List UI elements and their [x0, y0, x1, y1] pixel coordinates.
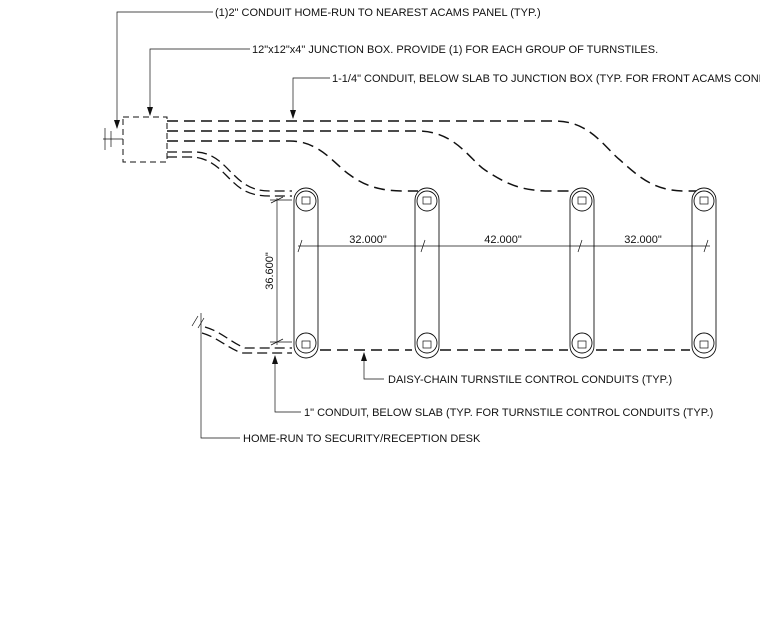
leader-junction-box [147, 48, 250, 116]
junction-box [103, 116, 168, 163]
callout-conduit-control: 1" CONDUIT, BELOW SLAB (TYP. FOR TURNSTI… [304, 407, 713, 419]
leader-home-run-security [200, 313, 240, 439]
acams-conduits [167, 120, 700, 197]
leader-conduit-control [272, 355, 301, 413]
callout-home-run-acams: (1)2" CONDUIT HOME-RUN TO NEAREST ACAMS … [215, 7, 541, 19]
leader-home-run-acams [114, 11, 213, 129]
turnstile-post-1 [293, 187, 319, 359]
dimension-span-2: 42.000" [484, 234, 522, 246]
vertical-dimension [270, 196, 292, 346]
horizontal-dimension [297, 239, 710, 253]
leader-conduit-front [290, 77, 330, 119]
leader-daisy-chain [361, 352, 384, 380]
turnstile-post-2 [414, 187, 440, 359]
callout-junction-box: 12"x12"x4" JUNCTION BOX. PROVIDE (1) FOR… [252, 44, 658, 56]
control-conduits [191, 315, 690, 354]
callout-daisy-chain: DAISY-CHAIN TURNSTILE CONTROL CONDUITS (… [388, 374, 672, 386]
callout-conduit-front: 1-1/4" CONDUIT, BELOW SLAB TO JUNCTION B… [332, 73, 760, 85]
turnstile-post-3 [569, 187, 595, 359]
turnstile-post-4 [691, 187, 717, 359]
dimension-span-3: 32.000" [624, 234, 662, 246]
callout-home-run-security: HOME-RUN TO SECURITY/RECEPTION DESK [243, 433, 481, 445]
dimension-depth: 36.600" [264, 252, 276, 290]
dimension-span-1: 32.000" [349, 234, 387, 246]
